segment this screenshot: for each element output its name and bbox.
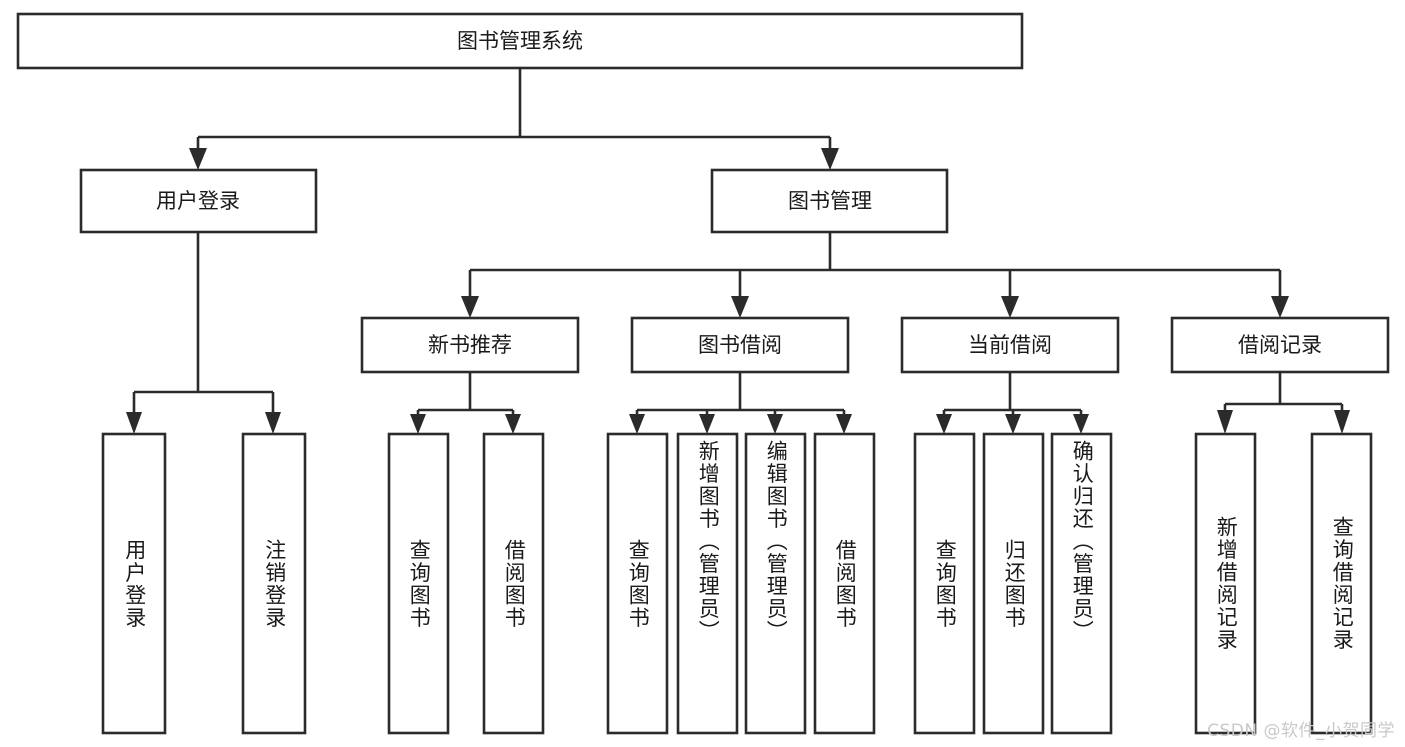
node-root-box[interactable] [16,12,1024,70]
arrow-head-leaf-borrow-book [836,414,852,434]
leaf-box-return-book[interactable] [982,432,1045,735]
arrow-head-leaf-confirm-return [1073,414,1089,434]
node-book-borrow[interactable]: 图书借阅 [630,316,850,374]
connector-group-book-manage [461,232,1289,318]
arrow-head-current-borrow [1001,296,1019,318]
arrow-head-leaf-add-book [699,414,715,434]
arrow-head-leaf-query-book-cur [936,414,952,434]
connector-group-new-book-recommend [410,372,521,434]
node-book-manage-box[interactable] [710,168,949,234]
arrow-head-leaf-query-record [1334,410,1350,434]
node-user-login-label: 用户登录 [156,189,240,213]
node-user-login-box[interactable] [79,168,318,234]
leaf-box-borrow-book[interactable] [813,432,876,735]
node-root-label: 图书管理系统 [457,29,583,53]
arrow-head-book-manage [821,148,839,170]
node-user-login[interactable]: 用户登录 [79,168,318,234]
leaf-box-edit-book[interactable] [744,432,807,735]
leaf-box-borrow-book-rec[interactable] [482,432,545,735]
arrow-head-user-login [189,148,207,170]
node-new-book-recommend[interactable]: 新书推荐 [360,316,580,374]
connector-group-root [189,68,839,170]
node-book-manage[interactable]: 图书管理 [710,168,949,234]
leaf-box-confirm-return[interactable] [1050,432,1113,735]
arrow-head-leaf-borrow-book-rec [505,414,521,434]
connector-group-borrow-record [1217,372,1350,434]
arrow-head-book-borrow [731,296,749,318]
arrow-head-leaf-return-book [1005,414,1021,434]
leaf-box-add-book[interactable] [676,432,739,735]
node-new-book-recommend-box[interactable] [360,316,580,374]
connector-group-user-login [126,232,281,434]
leaf-box-query-book-cur[interactable] [913,432,976,735]
node-book-borrow-label: 图书借阅 [698,333,782,357]
node-current-borrow[interactable]: 当前借阅 [900,316,1120,374]
node-root[interactable]: 图书管理系统 [16,12,1024,70]
node-borrow-record[interactable]: 借阅记录 [1170,316,1390,374]
csdn-watermark: CSDN @软件_小贺同学 [1207,721,1395,741]
node-book-borrow-box[interactable] [630,316,850,374]
node-book-manage-label: 图书管理 [788,189,872,213]
leaf-box-query-record[interactable] [1310,432,1373,735]
node-new-book-recommend-label: 新书推荐 [428,333,512,357]
arrow-head-leaf-edit-book [767,414,783,434]
leaf-box-logout[interactable] [241,432,307,735]
leaf-box-query-book-borrow[interactable] [606,432,669,735]
leaf-box-user-login[interactable] [101,432,167,735]
node-borrow-record-box[interactable] [1170,316,1390,374]
arrow-head-leaf-logout [265,412,281,434]
leaf-box-query-book-rec[interactable] [387,432,450,735]
arrow-head-new-book-recommend [461,296,479,318]
node-borrow-record-label: 借阅记录 [1238,333,1322,357]
node-current-borrow-box[interactable] [900,316,1120,374]
arrow-head-leaf-add-record [1217,410,1233,434]
node-current-borrow-label: 当前借阅 [968,333,1052,357]
leaf-box-add-record[interactable] [1194,432,1257,735]
connector-group-current-borrow [936,372,1089,434]
arrow-head-leaf-query-book-borrow [629,414,645,434]
leaf-box-group [101,432,1373,735]
arrow-head-leaf-query-book-rec [410,414,426,434]
connector-group-book-borrow [629,372,852,434]
arrow-head-borrow-record [1271,296,1289,318]
arrow-head-leaf-user-login [126,412,142,434]
